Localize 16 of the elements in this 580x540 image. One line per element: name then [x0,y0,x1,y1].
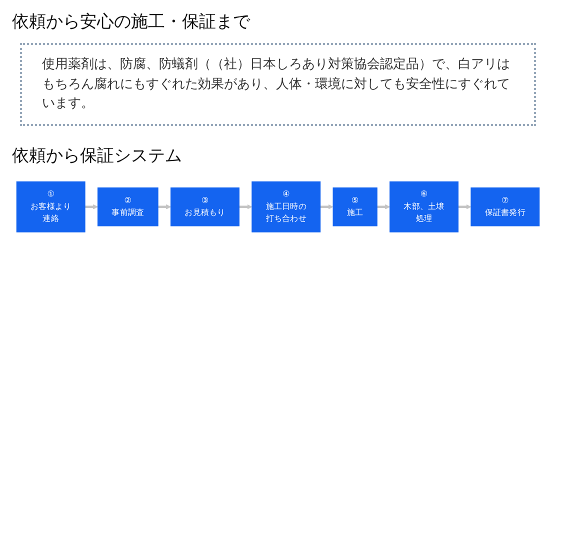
arrow [239,204,252,209]
arrow [85,204,98,209]
node-box: ⑤ 施工 [332,186,378,226]
node-box: ② 事前調査 [98,186,158,226]
node-box: ③ お見積もり [170,186,240,226]
node-box: ④ 施工日時の打ち合わせ [252,180,321,232]
node-box: ⑥ 木部、土壌処理 [390,180,459,232]
title-heading: 依頼から安心の施工・保証まで [12,11,252,33]
arrow [320,204,334,209]
note-text: 使用薬剤は、防腐、防蟻剤（（社）日本しろあり対策協会認定品）で、白アリはもちろん腐れにもすぐれた効果があり、人体・環境に対しても安全性にすぐれています。 [20,43,536,126]
arrow [377,204,390,209]
arrow [158,204,172,209]
arrow [458,204,472,209]
node-box: ① お客様より連絡 [16,180,86,232]
node-box: ⑦ 保証書発行 [470,186,540,226]
section-heading: 依頼から保証システム [12,144,183,166]
